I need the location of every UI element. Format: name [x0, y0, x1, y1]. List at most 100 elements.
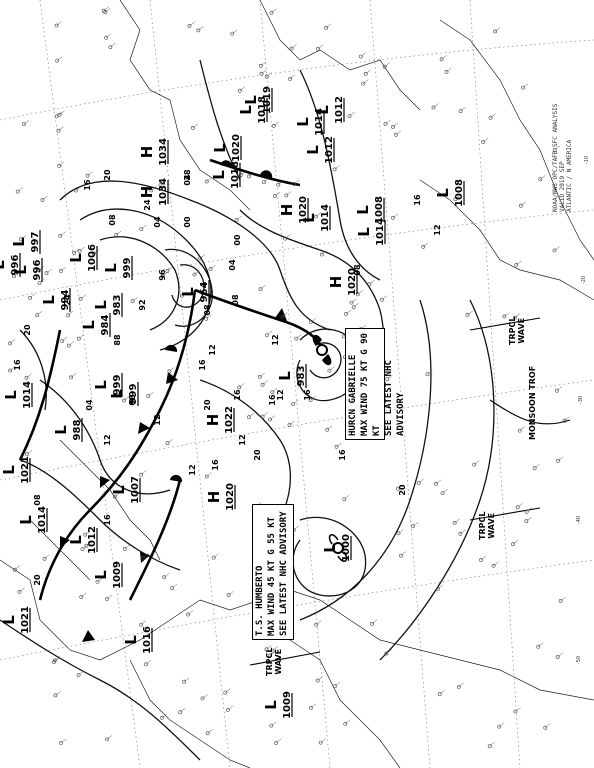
pressure-center-letter: L	[92, 300, 110, 310]
station-plot	[268, 653, 273, 658]
hurricane-symbol-gabrielle	[312, 334, 332, 366]
wind-barb	[263, 177, 270, 183]
wind-barb	[62, 336, 68, 342]
station-plot	[149, 188, 154, 193]
wind-barb	[145, 660, 152, 665]
wind-barb	[321, 250, 327, 255]
station-plot	[57, 112, 62, 117]
station-plot	[170, 586, 175, 591]
station-plot	[165, 441, 170, 446]
pressure-center-value: 1020	[231, 134, 242, 162]
isobar-label: 16	[303, 389, 312, 401]
pressure-center-value: 983	[112, 295, 123, 316]
station-plot	[332, 167, 337, 172]
pressure-center-value: 1034	[158, 178, 169, 206]
station-plot	[84, 543, 89, 548]
latitude-label: -10	[584, 156, 590, 164]
wind-barb	[106, 735, 113, 740]
pressure-center-letter: L	[80, 320, 98, 330]
isobar-label: 08	[203, 304, 212, 316]
wind-barb	[56, 21, 62, 26]
latitude-label: -50	[576, 656, 582, 664]
wind-barb	[167, 439, 173, 444]
station-plot	[204, 316, 209, 321]
pressure-center-letter: L	[242, 95, 260, 105]
wind-barb	[504, 312, 510, 317]
pressure-center-value: 1012	[87, 526, 98, 554]
wind-barb	[58, 161, 65, 166]
station-plot	[139, 227, 144, 232]
wind-barb	[78, 334, 84, 339]
pressure-center-value: 997	[30, 232, 41, 253]
station-plot	[465, 312, 470, 317]
station-plot	[269, 723, 274, 728]
station-plot	[502, 314, 507, 319]
station-plot	[524, 519, 529, 524]
station-plot	[37, 281, 42, 286]
pressure-center-value: 1014	[314, 108, 325, 136]
wind-barb	[540, 175, 546, 180]
station-plot	[491, 563, 496, 568]
station-plot	[532, 466, 537, 471]
station-plot	[85, 173, 90, 178]
wind-barb	[44, 554, 50, 559]
wind-barb	[315, 212, 322, 217]
station-plot	[167, 369, 172, 374]
wind-barb	[344, 494, 350, 500]
wind-barb	[87, 171, 93, 176]
pressure-center-letter: H	[278, 204, 296, 217]
pressure-center-value: 1022	[224, 406, 235, 434]
pressure-center-value: 1014	[22, 381, 33, 409]
station-plot	[204, 179, 209, 184]
station-plot	[393, 132, 398, 137]
wind-barb	[105, 33, 112, 38]
station-plot	[288, 77, 293, 81]
station-plot	[146, 394, 151, 399]
station-plot	[122, 546, 127, 551]
station-plot	[283, 236, 288, 241]
station-plot	[514, 262, 519, 267]
pressure-center-letter: L	[355, 227, 373, 237]
wind-barb	[554, 145, 560, 151]
latitude-labels: -50-40-30-20-10	[576, 156, 590, 664]
isobar-label: 16	[198, 359, 207, 371]
isobar-label: 24	[143, 199, 152, 211]
pressure-center-letter: L	[67, 535, 85, 545]
pressure-center-value: 1014	[37, 506, 48, 534]
station-plot	[334, 444, 339, 449]
wind-barb	[86, 541, 92, 546]
isobar-label: 04	[153, 216, 162, 228]
station-plot	[66, 313, 71, 318]
station-plot	[226, 593, 231, 598]
station-plot	[60, 339, 65, 344]
wind-barb	[433, 103, 439, 108]
pressure-center-letter: L	[179, 287, 197, 297]
wind-barb	[320, 738, 326, 743]
station-plot	[165, 269, 170, 273]
station-plot	[58, 233, 63, 238]
advisory-box-gabrielle: HURCN GABRIELLE MAX WIND 75 KT G 90 KT S…	[345, 328, 406, 440]
wind-barb	[239, 383, 245, 388]
wind-barb	[385, 119, 391, 125]
wind-barb	[458, 682, 464, 688]
wind-barb	[271, 8, 277, 13]
station-plot	[487, 744, 492, 749]
pressure-center-value: 996	[10, 255, 21, 276]
wind-barb	[418, 478, 424, 484]
station-plot	[314, 214, 318, 219]
station-plot	[247, 415, 251, 420]
pressure-center-letter: L	[321, 543, 339, 553]
wind-barb	[26, 373, 32, 378]
station-plot	[292, 182, 297, 186]
station-plot	[139, 622, 143, 627]
pressure-center-value: 1012	[334, 96, 345, 124]
